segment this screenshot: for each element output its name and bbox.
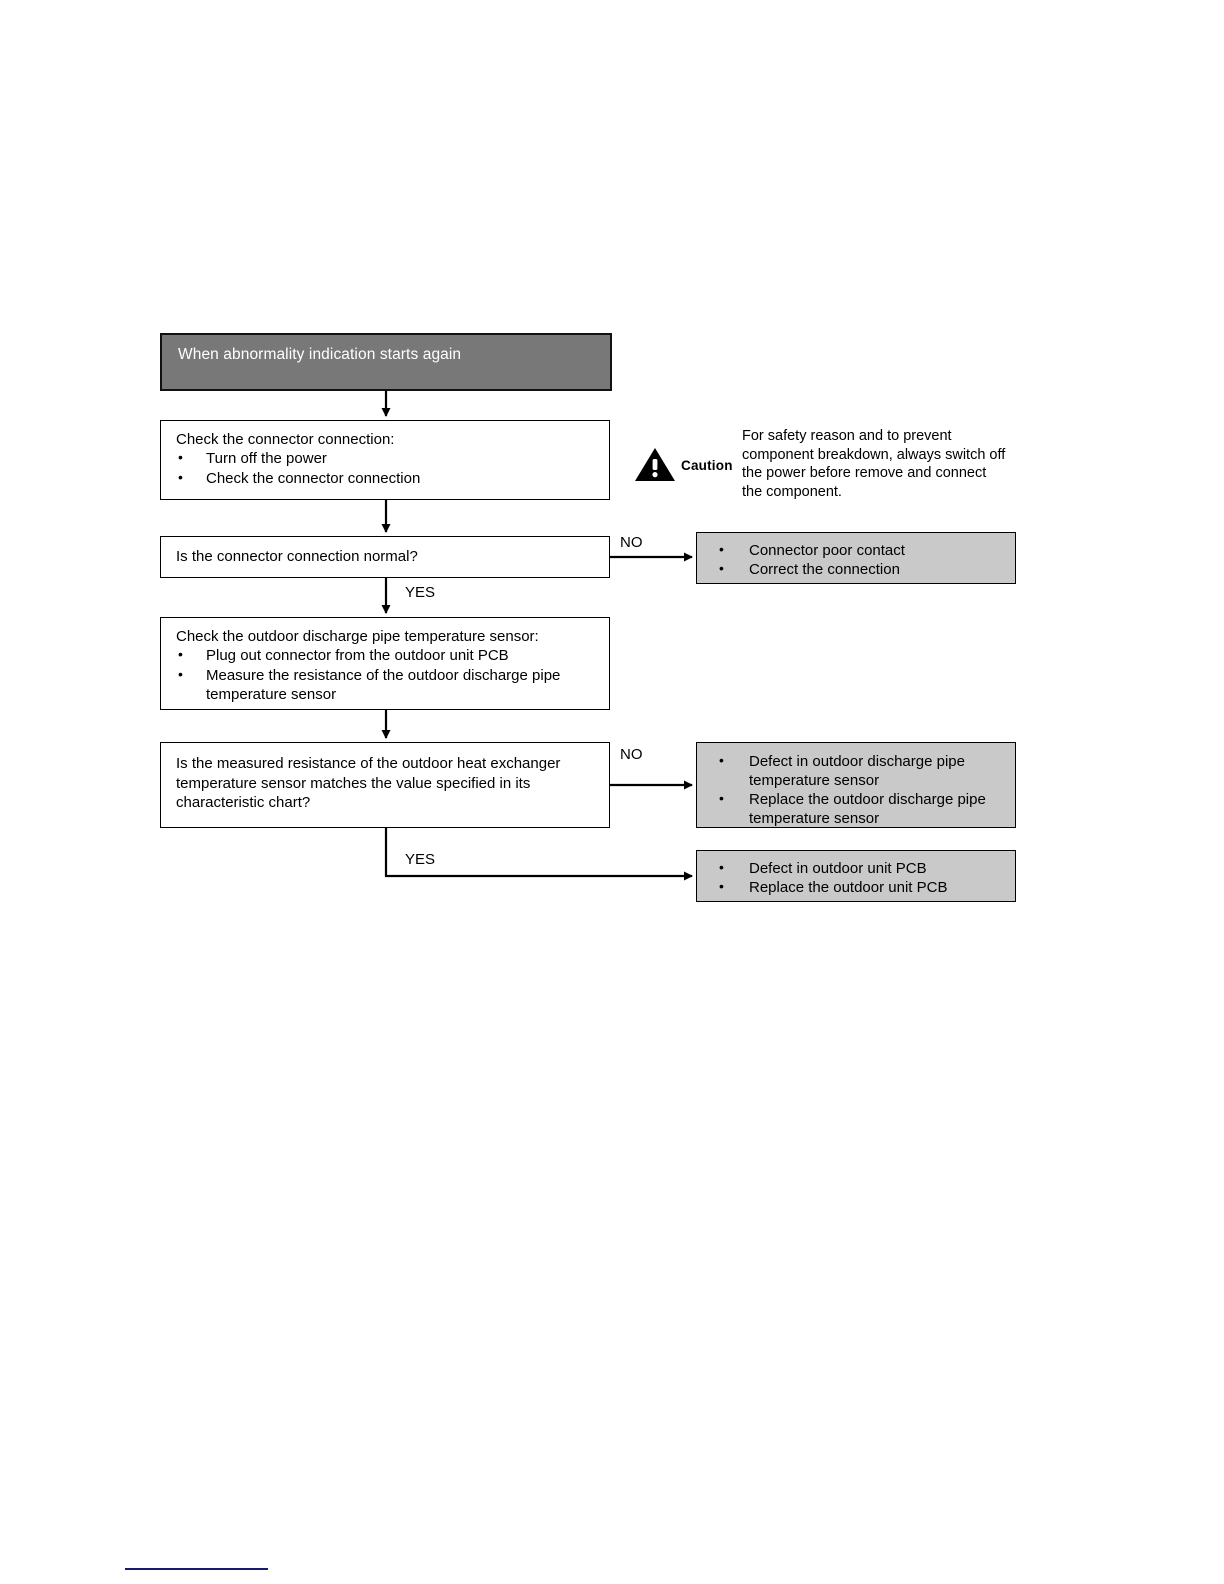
flowchart-header-box: When abnormality indication starts again [160,333,612,391]
list-item: Measure the resistance of the outdoor di… [178,665,599,705]
flowchart-header-label: When abnormality indication starts again [178,346,462,363]
edge-label-yes-connector: YES [405,584,436,601]
list-item: Check the connector connection [178,468,599,489]
result-sensor-fault-bullets: Defect in outdoor discharge pipe tempera… [697,743,1015,828]
list-item: Replace the outdoor unit PCB [719,877,1007,897]
warning-triangle-icon [634,447,676,483]
list-item: Defect in outdoor discharge pipe tempera… [719,751,1007,790]
list-item: Connector poor contact [719,540,1007,560]
decision-resistance-match-box: Is the measured resistance of the outdoo… [160,742,610,828]
caution-icon-row: Caution [634,447,733,483]
decision-connector-normal-box: Is the connector connection normal? [160,536,610,578]
result-pcb-fault-bullets: Defect in outdoor unit PCB Replace the o… [697,851,1015,897]
caution-label: Caution [681,457,733,473]
decision-connector-normal-label: Is the connector connection normal? [176,548,418,565]
list-item: Plug out connector from the outdoor unit… [178,645,599,666]
result-sensor-fault-box: Defect in outdoor discharge pipe tempera… [696,742,1016,828]
list-item: Defect in outdoor unit PCB [719,858,1007,878]
step-check-sensor-bullets: Plug out connector from the outdoor unit… [161,645,609,705]
list-item: Correct the connection [719,559,1007,579]
step-check-connector-bullets: Turn off the power Check the connector c… [161,448,609,489]
footer-rule [125,1568,268,1570]
list-item: Replace the outdoor discharge pipe tempe… [719,789,1007,828]
step-check-sensor-title: Check the outdoor discharge pipe tempera… [176,628,539,645]
edge-label-yes-resistance: YES [405,851,436,868]
edge-label-no-resistance: NO [620,746,643,763]
step-check-connector-title: Check the connector connection: [176,431,395,448]
step-check-sensor-box: Check the outdoor discharge pipe tempera… [160,617,610,710]
list-item: Turn off the power [178,448,599,469]
result-connector-fault-box: Connector poor contact Correct the conne… [696,532,1016,584]
result-pcb-fault-box: Defect in outdoor unit PCB Replace the o… [696,850,1016,902]
caution-block: Caution For safety reason and to prevent… [634,425,1024,505]
caution-text: For safety reason and to prevent compone… [742,428,1006,500]
result-connector-fault-bullets: Connector poor contact Correct the conne… [697,533,1015,579]
edge-label-no-connector: NO [620,534,643,551]
decision-resistance-match-label: Is the measured resistance of the outdoo… [176,755,561,811]
step-check-connector-box: Check the connector connection: Turn off… [160,420,610,500]
